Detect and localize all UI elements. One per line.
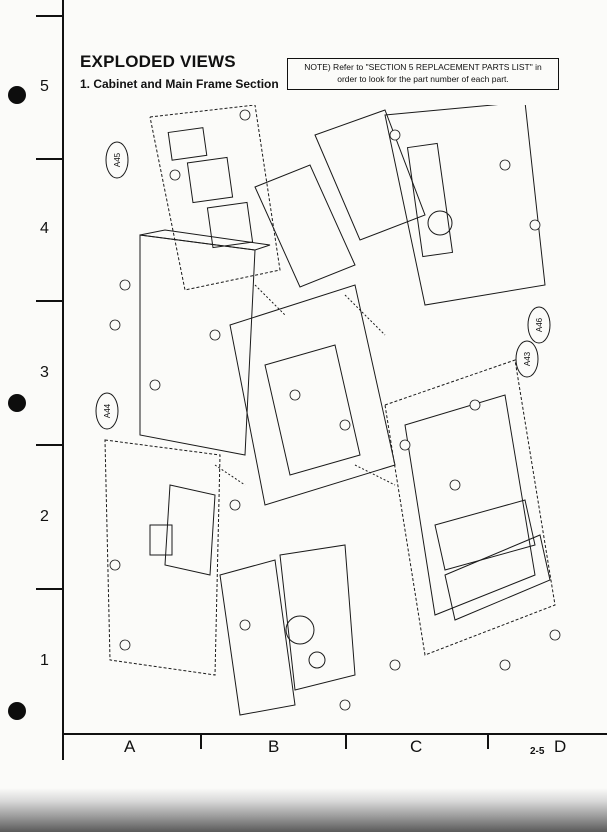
cabinet-cover (139, 234, 256, 456)
bottom-rule (62, 733, 607, 735)
power-pcb (164, 484, 216, 576)
column-separator (345, 733, 347, 749)
pulley (308, 651, 326, 669)
pcb-board (254, 164, 356, 288)
callout-a46 (527, 306, 551, 344)
row-tick (36, 444, 62, 446)
exploded-view-drawing: A45 A44 A46 A43 (95, 105, 561, 716)
row-tick (36, 158, 62, 160)
subassembly-outline (149, 105, 281, 291)
page-number: 2-5 (530, 746, 545, 757)
column-separator (200, 733, 202, 749)
row-number-5: 5 (40, 78, 49, 95)
callout-label: A46 (535, 317, 544, 332)
front-trim (444, 534, 551, 621)
main-frame-inner (264, 344, 361, 476)
binder-hole (8, 702, 26, 720)
column-label-a: A (124, 737, 136, 756)
cabinet-cover-edge (139, 229, 271, 251)
row-tick (36, 300, 62, 302)
row-number-1: 1 (40, 652, 49, 669)
left-margin-rule (62, 0, 64, 760)
rear-panel (384, 105, 546, 306)
bracket-part (186, 156, 234, 204)
column-label-b: B (268, 737, 280, 756)
scan-shadow (0, 788, 607, 832)
row-number-3: 3 (40, 364, 49, 381)
main-frame (229, 284, 396, 506)
note-line: NOTE) Refer to "SECTION 5 REPLACEMENT PA… (304, 62, 542, 72)
reference-note: NOTE) Refer to "SECTION 5 REPLACEMENT PA… (287, 58, 559, 90)
deck-mechanism (279, 544, 356, 691)
note-line: order to look for the part number of eac… (337, 74, 509, 84)
display-window (434, 499, 536, 571)
row-number-2: 2 (40, 508, 49, 525)
front-section-outline (384, 359, 556, 656)
bracket-part (206, 201, 254, 249)
panel-hole (427, 210, 453, 236)
transformer-outline (104, 439, 221, 676)
binder-hole (8, 86, 26, 104)
motor (285, 615, 315, 645)
section-subtitle: 1. Cabinet and Main Frame Section (80, 77, 279, 91)
row-tick (36, 15, 62, 17)
column-label-d: D (554, 737, 567, 756)
column-label-c: C (410, 737, 423, 756)
callout-a43 (515, 340, 539, 378)
row-tick (36, 588, 62, 590)
callout-label: A45 (113, 152, 122, 167)
callout-a44 (95, 392, 119, 430)
row-number-4: 4 (40, 220, 49, 237)
transformer (149, 524, 173, 556)
callout-label: A43 (523, 351, 532, 366)
panel-slot (406, 142, 454, 258)
binder-hole (8, 394, 26, 412)
front-panel (404, 394, 536, 616)
mechanism-frame (219, 559, 296, 716)
callout-label: A44 (103, 403, 112, 418)
pcb-board (314, 109, 426, 241)
column-separator (487, 733, 489, 749)
bracket-part (167, 127, 208, 161)
page-title: EXPLODED VIEWS (80, 52, 236, 71)
callout-a45 (105, 141, 129, 179)
